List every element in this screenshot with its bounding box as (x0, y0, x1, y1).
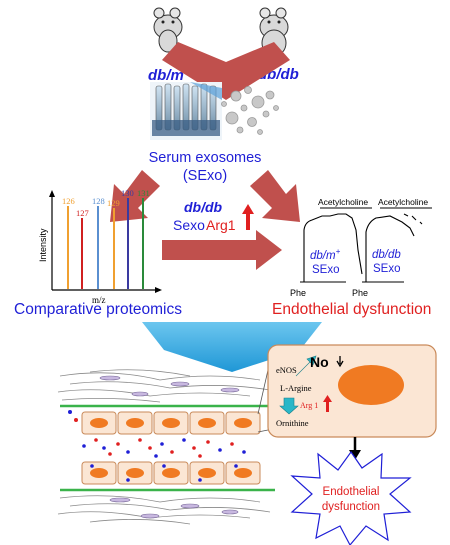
acetylcholine-right-label: Acetylcholine (378, 197, 428, 207)
arginase-arrow (279, 397, 299, 415)
l-arginine-label: L-Argine (280, 383, 312, 393)
intensity-axis-label: Intensity (38, 228, 48, 262)
funnel-arrow (142, 322, 322, 372)
zoom-line-top (257, 369, 269, 415)
arrow-proteomics-to-dysfunction (162, 230, 282, 270)
trace-left-sexo-label: SExo (312, 264, 340, 276)
endothelial-dysfunction-title: Endothelial dysfunction (272, 301, 431, 318)
zoom-line-bottom (257, 429, 269, 433)
comparative-proteomics-title: Comparative proteomics (14, 301, 182, 318)
trace-right-sexo-label: SExo (373, 263, 401, 275)
middle-sexo-label: Sexo (173, 217, 205, 233)
no-label: No (310, 354, 329, 370)
arg1-mechanism-label: Arg 1 (300, 401, 318, 410)
ornithine-label: Ornithine (276, 418, 309, 428)
acetylcholine-left-label: Acetylcholine (318, 197, 368, 207)
exosome-particles (221, 86, 279, 135)
middle-db-db-label: db/db (184, 199, 223, 215)
peak-127-label: 127 (76, 208, 89, 218)
peak-126-label: 126 (62, 196, 75, 206)
trace-left-group-label: db/m+ (310, 247, 341, 262)
peak-131-label: 131 (137, 188, 150, 198)
vasorelaxation-trace-right: Acetylcholine db/db SExo Phe (352, 197, 432, 298)
vessel-cross-section (57, 369, 275, 525)
middle-arg1-label: Arg1 (206, 217, 236, 233)
proteomics-spectrum: Intensity m/z 126 127 128 129 130 131 (38, 188, 162, 305)
arg1-up-arrow (242, 204, 254, 230)
mouse-left-icon (153, 7, 183, 62)
no-down-arrow (336, 356, 344, 368)
enos-label: eNOS (276, 365, 297, 375)
arg1-mechanism-up-arrow (323, 395, 332, 412)
enos-arrow (295, 355, 317, 377)
peak-129-label: 129 (107, 198, 120, 208)
arrow-to-dysfunction (250, 170, 300, 222)
lumen-exosomes (68, 410, 246, 458)
phe-right-label: Phe (352, 288, 368, 298)
vasorelaxation-trace-left: Acetylcholine db/m+ SExo Phe (290, 197, 372, 298)
mechanism-panel: eNOS No L-Argine Arg 1 Ornithine (267, 344, 437, 438)
peak-128-label: 128 (92, 196, 105, 206)
outcome-starburst (290, 450, 412, 545)
outcome-line1: Endothelial (323, 486, 380, 498)
sexo-label: (SExo) (183, 168, 227, 184)
outcome-line2: dysfunction (322, 501, 380, 513)
serum-exosomes-label: Serum exosomes (149, 150, 262, 166)
merge-arrow (162, 42, 290, 100)
phe-left-label: Phe (290, 288, 306, 298)
peak-130-label: 130 (121, 188, 134, 198)
arrow-to-proteomics (110, 170, 160, 222)
sample-tubes-image (150, 82, 222, 140)
mz-axis-label: m/z (92, 295, 106, 305)
trace-right-group-label: db/db (372, 249, 401, 261)
